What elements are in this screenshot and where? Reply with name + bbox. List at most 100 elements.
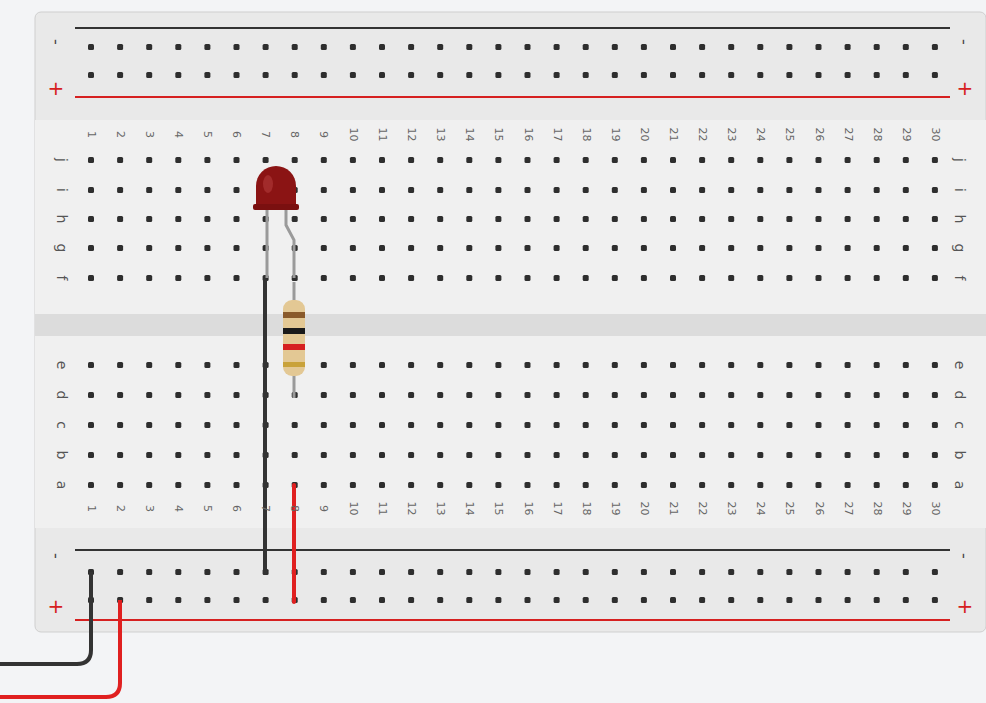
hole — [495, 275, 501, 281]
hole — [88, 422, 94, 428]
hole — [874, 72, 880, 78]
hole — [845, 392, 851, 398]
hole — [525, 157, 531, 163]
hole — [903, 569, 909, 575]
column-number: 25 — [784, 127, 795, 141]
hole — [932, 245, 938, 251]
row-letter: e — [55, 361, 69, 370]
hole — [583, 245, 589, 251]
hole — [699, 452, 705, 458]
column-number: 17 — [551, 127, 562, 141]
hole — [757, 245, 763, 251]
hole — [408, 482, 414, 488]
hole — [845, 44, 851, 50]
column-number: 8 — [289, 505, 300, 512]
column-number: 7 — [260, 131, 271, 138]
hole — [728, 216, 734, 222]
positive-rail-sign: + — [48, 596, 65, 616]
hole — [932, 187, 938, 193]
hole — [437, 187, 443, 193]
hole — [234, 72, 240, 78]
hole — [175, 275, 181, 281]
hole — [699, 392, 705, 398]
hole — [816, 245, 822, 251]
hole — [437, 362, 443, 368]
hole — [932, 597, 938, 603]
column-number: 20 — [638, 501, 649, 515]
hole — [612, 392, 618, 398]
hole — [350, 275, 356, 281]
hole — [786, 392, 792, 398]
hole — [525, 362, 531, 368]
hole — [670, 157, 676, 163]
hole — [321, 422, 327, 428]
hole — [350, 187, 356, 193]
hole — [757, 275, 763, 281]
column-number: 30 — [929, 127, 940, 141]
hole — [670, 452, 676, 458]
hole — [670, 422, 676, 428]
hole — [670, 597, 676, 603]
hole — [845, 452, 851, 458]
column-number: 27 — [842, 127, 853, 141]
hole — [495, 482, 501, 488]
column-number: 29 — [900, 127, 911, 141]
hole — [379, 216, 385, 222]
hole — [903, 216, 909, 222]
hole — [88, 452, 94, 458]
negative-rail-sign: - — [956, 553, 972, 559]
hole — [816, 157, 822, 163]
hole — [146, 362, 152, 368]
hole — [292, 157, 298, 163]
hole — [641, 452, 647, 458]
hole — [88, 72, 94, 78]
hole — [903, 275, 909, 281]
hole — [641, 245, 647, 251]
hole — [204, 452, 210, 458]
hole — [932, 44, 938, 50]
hole — [437, 392, 443, 398]
hole — [525, 482, 531, 488]
hole — [874, 597, 880, 603]
hole — [757, 422, 763, 428]
hole — [350, 482, 356, 488]
row-letter: b — [55, 451, 69, 460]
hole — [612, 362, 618, 368]
hole — [263, 72, 269, 78]
hole — [466, 362, 472, 368]
hole — [641, 482, 647, 488]
negative-rail-sign: - — [48, 553, 64, 559]
column-number: 3 — [144, 505, 155, 512]
hole — [117, 482, 123, 488]
hole — [874, 157, 880, 163]
hole — [641, 187, 647, 193]
hole — [874, 452, 880, 458]
negative-rail-sign: - — [956, 39, 972, 45]
hole — [583, 392, 589, 398]
hole — [554, 44, 560, 50]
hole — [437, 72, 443, 78]
row-letter: g — [953, 244, 967, 253]
hole — [699, 482, 705, 488]
row-letter: j — [55, 158, 69, 162]
hole — [146, 44, 152, 50]
hole — [583, 597, 589, 603]
hole — [117, 72, 123, 78]
hole — [786, 216, 792, 222]
hole — [466, 245, 472, 251]
hole — [699, 569, 705, 575]
hole — [757, 362, 763, 368]
hole — [146, 245, 152, 251]
hole — [699, 597, 705, 603]
hole — [670, 275, 676, 281]
hole — [845, 245, 851, 251]
hole — [554, 72, 560, 78]
hole — [117, 245, 123, 251]
hole — [612, 72, 618, 78]
breadboard — [35, 12, 986, 632]
column-number: 6 — [231, 505, 242, 512]
hole — [728, 482, 734, 488]
hole — [757, 157, 763, 163]
hole — [525, 392, 531, 398]
negative-rail-line — [75, 27, 950, 29]
